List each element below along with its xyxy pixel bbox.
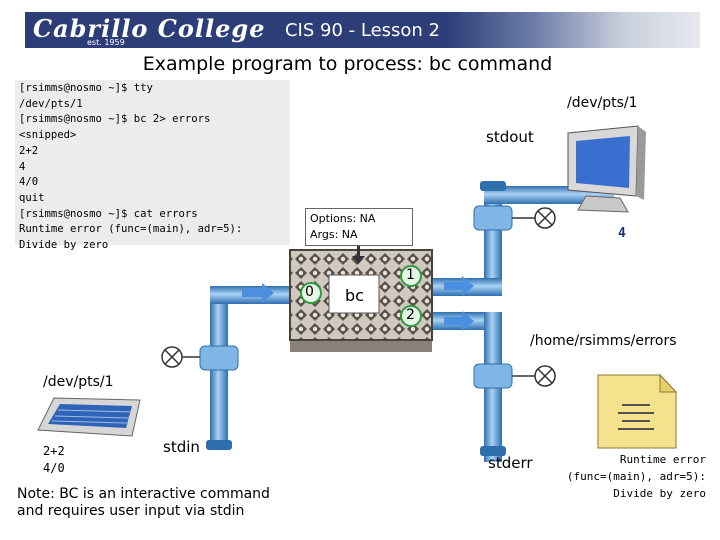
args-text: Args: NA	[310, 228, 358, 241]
input-line: 4/0	[43, 461, 65, 475]
terminal-line: 2+2	[19, 144, 39, 157]
options-text: Options: NA	[310, 212, 376, 225]
terminal-line: Divide by zero	[19, 239, 109, 252]
note-line: Note: BC is an interactive command	[17, 486, 270, 502]
banner-photo	[445, 12, 700, 48]
process-name: bc	[345, 286, 364, 305]
lesson-title: CIS 90 - Lesson 2	[284, 20, 440, 41]
stdin-arrow-icon	[242, 283, 274, 303]
terminal-line: [rsimms@nosmo ~]$ cat errors	[19, 207, 198, 220]
errors-line: Runtime error	[619, 453, 706, 466]
keyboard-icon	[37, 397, 141, 437]
terminal-line: 4/0	[19, 176, 39, 189]
fd-0-circle	[300, 282, 322, 304]
stdout-pipe	[410, 181, 614, 296]
terminal-line: <snipped>	[19, 129, 77, 142]
fd-1-circle	[400, 265, 422, 287]
input-line: 2+2	[43, 444, 65, 458]
stdin-pipe	[199, 286, 300, 450]
errors-line: Divide by zero	[613, 487, 706, 500]
stderr-file-label: /home/rsimms/errors	[530, 333, 677, 349]
stdout-label: stdout	[486, 128, 534, 146]
errors-file-content: Runtime error (func=(main), adr=5): Divi…	[528, 451, 706, 502]
monitor-icon	[567, 125, 646, 213]
terminal-line: /dev/pts/1	[19, 97, 83, 110]
terminal-transcript: [rsimms@nosmo ~]$ tty /dev/pts/1 [rsimms…	[15, 80, 290, 251]
fd-2-circle	[400, 305, 422, 327]
header-banner: Cabrillo College est. 1959 CIS 90 - Less…	[25, 12, 700, 48]
stdin-label: stdin	[163, 438, 200, 456]
stdin-device-label: /dev/pts/1	[43, 374, 114, 390]
valve-icon	[161, 346, 200, 368]
output-value: 4	[618, 226, 626, 241]
process-options-box: Options: NA Args: NA	[305, 208, 413, 246]
fd-0-label: 0	[305, 284, 314, 300]
slide-subtitle: Example program to process: bc command	[142, 53, 553, 75]
valve-icon	[512, 365, 556, 387]
args-arrow-icon	[352, 246, 365, 264]
fd-2-label: 2	[406, 307, 415, 323]
fd-1-label: 1	[406, 267, 415, 283]
terminal-line: Runtime error (func=(main), adr=5):	[19, 223, 243, 236]
college-logo: Cabrillo College	[33, 14, 266, 43]
terminal-line: [rsimms@nosmo ~]$ bc 2> errors	[19, 113, 211, 126]
logo-est: est. 1959	[87, 38, 125, 47]
terminal-line: quit	[19, 191, 45, 204]
valve-icon	[512, 207, 556, 229]
note-text: Note: BC is an interactive command and r…	[17, 486, 270, 520]
errors-line: (func=(main), adr=5):	[566, 470, 706, 483]
stderr-label: stderr	[488, 454, 533, 472]
note-line: and requires user input via stdin	[17, 503, 245, 519]
stdout-arrow-icon	[444, 276, 474, 296]
stdout-device-label: /dev/pts/1	[567, 95, 638, 111]
stderr-arrow-icon	[444, 311, 474, 331]
document-icon	[597, 373, 678, 449]
terminal-line: [rsimms@nosmo ~]$ tty	[19, 82, 153, 94]
terminal-line: 4	[19, 160, 26, 173]
